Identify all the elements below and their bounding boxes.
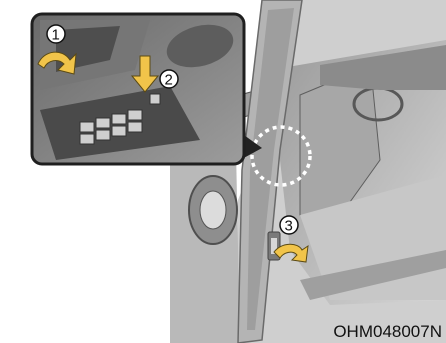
step-1-label: 1 [52,27,60,44]
step-2-label: 2 [165,72,173,89]
step-3-label: 3 [285,218,293,235]
figure-code: OHM048007N [333,322,442,342]
